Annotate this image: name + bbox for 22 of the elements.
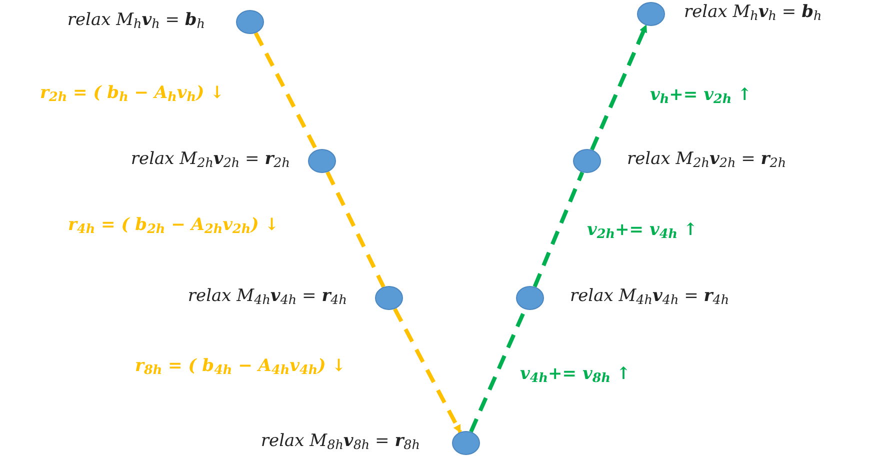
- relax-equation: relax M$_{4h}$v$_{4h}$ = r$_{4h}$: [570, 288, 730, 305]
- relax-equation: relax M$_{2h}$v$_{2h}$ = r$_{2h}$: [627, 151, 786, 168]
- node-circle: [375, 286, 403, 310]
- edge-label: r$_{2h}$ = ( b$_{h}$ − A$_{h}$v$_{h}$) ↓: [40, 85, 224, 102]
- relax-equation: relax M$_{h}$v$_{h}$ = b$_{h}$: [67, 12, 205, 29]
- node-circle: [236, 10, 264, 34]
- node-circle: [637, 2, 665, 26]
- dashed-arrow: [590, 24, 648, 151]
- relax-equation: relax M$_{2h}$v$_{2h}$ = r$_{2h}$: [130, 151, 290, 168]
- edge-label: v$_{4h}$+= v$_{8h}$ ↑: [520, 366, 631, 383]
- dashed-arrow: [393, 308, 462, 434]
- edge-label: v$_{2h}$+= v$_{4h}$ ↑: [587, 222, 698, 239]
- edge-label: v$_{h}$+= v$_{2h}$ ↑: [650, 87, 752, 104]
- node-circle: [573, 149, 601, 173]
- edge-label: r$_{8h}$ = ( b$_{4h}$ − A$_{4h}$v$_{4h}$) ↓: [135, 358, 346, 375]
- node-circle: [452, 431, 480, 455]
- relax-equation: relax M$_{4h}$v$_{4h}$ = r$_{4h}$: [188, 288, 347, 305]
- relax-equation: relax M$_{h}$v$_{h}$ = b$_{h}$: [684, 4, 822, 21]
- node-circle: [308, 149, 336, 173]
- edge-label: r$_{4h}$ = ( b$_{2h}$ − A$_{2h}$v$_{2h}$) ↓: [68, 217, 279, 234]
- relax-equation: relax M$_{8h}$v$_{8h}$ = r$_{8h}$: [260, 433, 420, 450]
- node-circle: [516, 286, 544, 310]
